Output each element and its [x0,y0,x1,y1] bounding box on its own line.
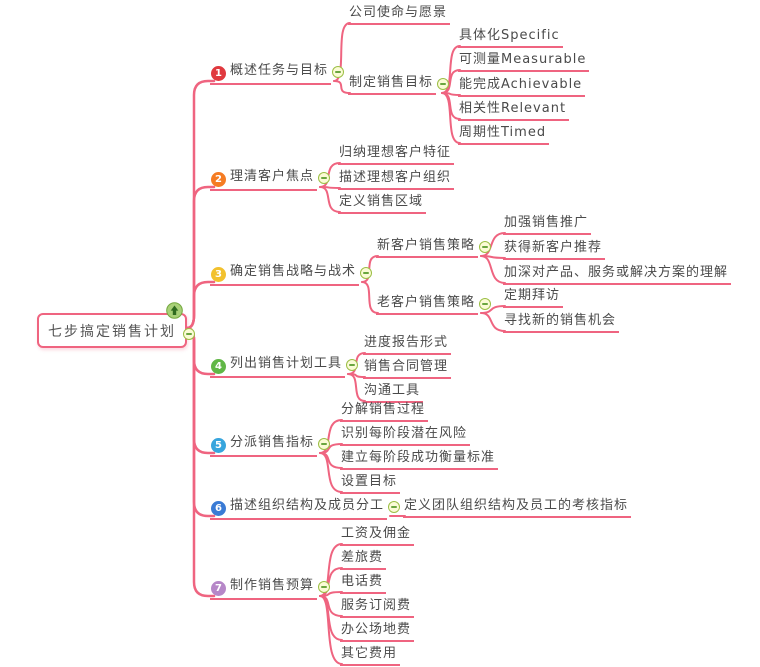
subtopic-decompose-sales-process[interactable]: 分解销售过程 [340,402,429,422]
collapse-sales-goals-button[interactable] [437,78,450,90]
collapse-branch-6-button[interactable] [388,501,401,513]
priority-2-marker-icon: 2 [211,172,226,187]
collapse-branch-2-button[interactable] [318,172,331,184]
branch-4-label: 列出销售计划工具 [230,356,343,371]
priority-4-marker-icon: 4 [211,359,226,374]
subtopic-progress-report[interactable]: 进度报告形式 [363,335,452,355]
branch-3-label: 确定销售战略与战术 [230,264,357,279]
subtopic-ideal-customer-traits[interactable]: 归纳理想客户特征 [338,145,455,165]
branch-5-label: 分派销售指标 [230,435,315,450]
subtopic-office-space-expense[interactable]: 办公场地费 [340,622,415,642]
collapse-root-button[interactable] [183,328,195,340]
subtopic-regular-visits[interactable]: 定期拜访 [503,288,564,308]
branch-2-label: 理清客户焦点 [230,169,315,184]
subtopic-specific[interactable]: 具体化Specific [458,28,563,48]
branch-5-topic[interactable]: 5 分派销售指标 [210,435,331,457]
subtopic-salary-commission[interactable]: 工资及佣金 [340,526,415,546]
subtopic-measurable[interactable]: 可测量Measurable [458,52,590,72]
branch-2-topic[interactable]: 2 理清客户焦点 [210,169,331,191]
subtopic-contract-management[interactable]: 销售合同管理 [363,359,452,379]
priority-6-marker-icon: 6 [211,501,226,516]
branch-7-topic[interactable]: 7 制作销售预算 [210,578,331,600]
priority-5-marker-icon: 5 [211,438,226,453]
priority-7-marker-icon: 7 [211,581,226,596]
subtopic-identify-risks[interactable]: 识别每阶段潜在风险 [340,426,471,446]
subtopic-subscription-expense[interactable]: 服务订阅费 [340,598,415,618]
branch-4-topic[interactable]: 4 列出销售计划工具 [210,356,359,378]
subtopic-company-mission[interactable]: 公司使命与愿景 [348,5,451,25]
branch-1-label: 概述任务与目标 [230,63,329,78]
subtopic-sales-territory[interactable]: 定义销售区域 [338,194,427,214]
subtopic-phone-expense[interactable]: 电话费 [340,574,387,594]
root-topic-label: 七步搞定销售计划 [48,323,176,340]
subtopic-find-new-opportunities[interactable]: 寻找新的销售机会 [503,313,620,333]
priority-3-marker-icon: 3 [211,267,226,282]
collapse-new-customer-button[interactable] [479,241,492,253]
subtopic-set-targets[interactable]: 设置目标 [340,474,401,494]
subtopic-get-referrals[interactable]: 获得新客户推荐 [503,240,606,260]
subtopic-achievable[interactable]: 能完成Achievable [458,77,586,97]
subtopic-ideal-customer-org[interactable]: 描述理想客户组织 [338,170,455,190]
subtopic-team-structure-kpi[interactable]: 定义团队组织结构及员工的考核指标 [403,498,632,518]
branch-6-label: 描述组织结构及成员分工 [230,498,385,513]
collapse-branch-3-button[interactable] [360,267,373,279]
subtopic-success-metrics[interactable]: 建立每阶段成功衡量标准 [340,450,499,470]
branch-1-topic[interactable]: 1 概述任务与目标 [210,63,345,85]
collapse-branch-7-button[interactable] [318,581,331,593]
collapse-branch-1-button[interactable] [332,66,345,78]
subtopic-relevant[interactable]: 相关性Relevant [458,101,570,121]
subtopic-travel-expense[interactable]: 差旅费 [340,550,387,570]
priority-1-marker-icon: 1 [211,66,226,81]
branch-7-label: 制作销售预算 [230,578,315,593]
subtopic-new-customer-strategy[interactable]: 新客户销售策略 [376,238,492,258]
branch-3-topic[interactable]: 3 确定销售战略与战术 [210,264,373,286]
subtopic-timed[interactable]: 周期性Timed [458,125,550,145]
subtopic-deepen-understanding[interactable]: 加深对产品、服务或解决方案的理解 [503,265,732,285]
collapse-branch-5-button[interactable] [318,438,331,450]
up-arrow-icon [166,302,183,319]
subtopic-strengthen-promotion[interactable]: 加强销售推广 [503,215,592,235]
subtopic-communication-tools[interactable]: 沟通工具 [363,383,424,403]
subtopic-old-customer-strategy[interactable]: 老客户销售策略 [376,295,492,315]
root-topic[interactable]: 七步搞定销售计划 [37,302,195,348]
subtopic-other-expense[interactable]: 其它费用 [340,646,401,666]
collapse-old-customer-button[interactable] [479,298,492,310]
branch-6-topic[interactable]: 6 描述组织结构及成员分工 [210,498,401,520]
subtopic-set-sales-goals[interactable]: 制定销售目标 [348,75,450,95]
collapse-branch-4-button[interactable] [346,359,359,371]
